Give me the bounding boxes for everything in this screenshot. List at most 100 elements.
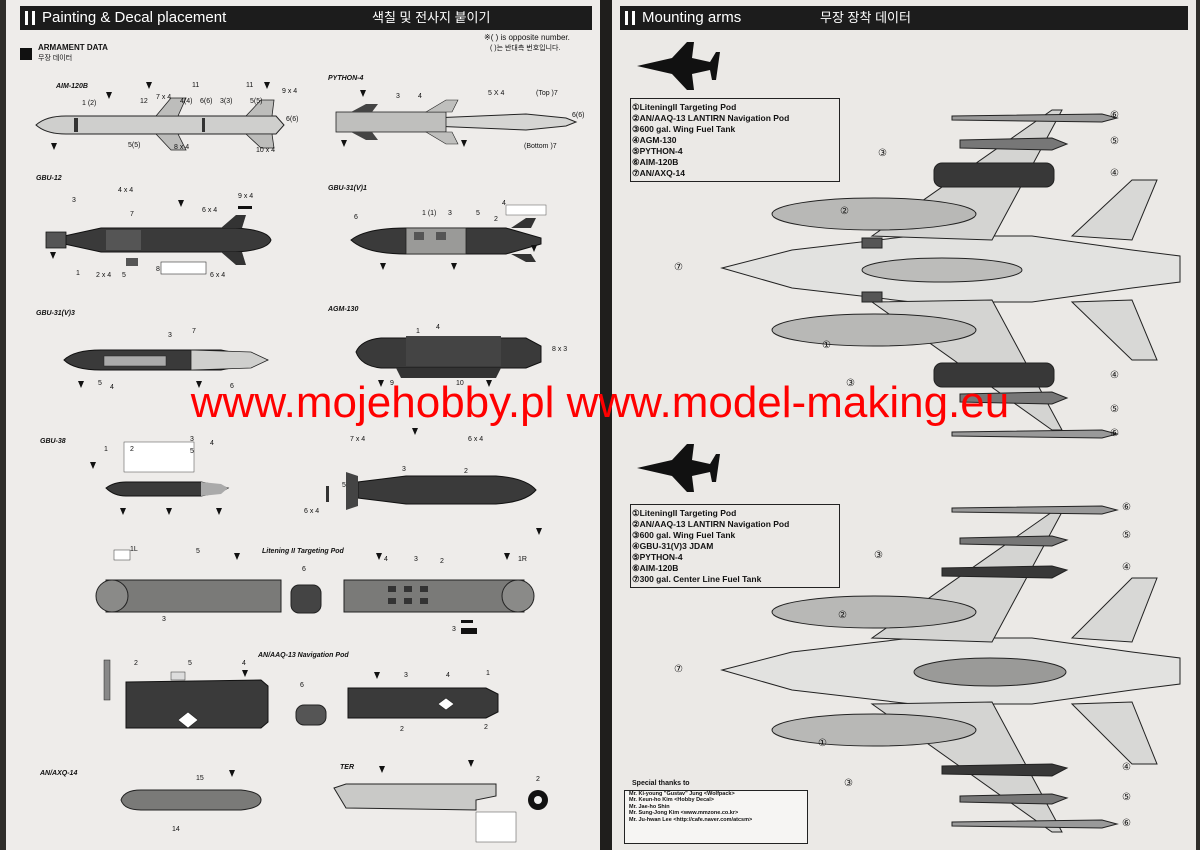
- list-item: ⑤PYTHON-4: [632, 146, 683, 156]
- aim120b-label: AIM-120B: [56, 83, 88, 90]
- armament-square-icon: [20, 48, 32, 60]
- list-item: ②AN/AAQ-13 LANTIRN Navigation Pod: [632, 113, 790, 123]
- callout: 4: [436, 324, 440, 331]
- ter-label: TER: [340, 764, 354, 771]
- callout: 6 x 4: [210, 272, 226, 279]
- marker: ⑤: [1122, 530, 1131, 541]
- litening-drawing: [95, 549, 535, 634]
- marker: ④: [1122, 562, 1131, 573]
- left-page-header: Painting & Decal placement 색칠 및 전사지 붙이기: [20, 6, 592, 30]
- callout: 1: [416, 328, 420, 335]
- callout: 9: [390, 380, 394, 387]
- list-item: ⑦AN/AXQ-14: [632, 168, 685, 178]
- jet-silhouette-icon: [637, 42, 720, 90]
- list-item: ③600 gal. Wing Fuel Tank: [632, 530, 736, 540]
- marker: ⑥: [1122, 818, 1131, 829]
- callout: 4 x 4: [118, 187, 134, 194]
- callout: 2: [440, 558, 444, 565]
- upper-mounting-list: ①LiteningII Targeting Pod ②AN/AAQ-13 LAN…: [632, 102, 832, 179]
- marker: ⑦: [674, 664, 683, 675]
- gbu31v3-label: GBU-31(V)3: [36, 310, 75, 317]
- callout: 1 (1): [422, 210, 437, 217]
- callout: 2: [400, 726, 404, 733]
- thanks-line: Mr. Sung-Jong Kim <www.mmzone.co.kr>: [629, 810, 739, 817]
- callout: 6: [354, 214, 358, 221]
- special-thanks-box: Mr. Ki-young "Gustav" Jung <Wolfpack> Mr…: [624, 790, 808, 844]
- callout: 4: [242, 660, 246, 667]
- marker: ③: [874, 550, 883, 561]
- callout: 1: [486, 670, 490, 677]
- callout: 10 x 4: [256, 147, 276, 154]
- list-item: ①LiteningII Targeting Pod: [632, 102, 737, 112]
- callout: 3: [448, 210, 452, 217]
- marker: ⑤: [1110, 404, 1119, 415]
- right-page: Mounting arms 무장 장착 데이터: [612, 0, 1196, 850]
- callout: 2: [494, 216, 498, 223]
- right-header-title: Mounting arms: [642, 9, 742, 26]
- callout: 11: [192, 82, 200, 89]
- left-page: Painting & Decal placement 색칠 및 전사지 붙이기 …: [6, 0, 600, 850]
- callout: 3: [414, 556, 418, 563]
- callout: 12: [140, 98, 148, 105]
- marker: ③: [846, 378, 855, 389]
- callout: 2: [464, 468, 468, 475]
- callout: 1 (2): [82, 100, 97, 107]
- callout: 2: [536, 776, 540, 783]
- marker: ①: [822, 340, 831, 351]
- callout: (Top )7: [536, 90, 558, 97]
- marker: ②: [840, 206, 849, 217]
- marker: ⑥: [1110, 428, 1119, 439]
- marker: ⑤: [1122, 792, 1131, 803]
- gbu38-drawing: [90, 441, 230, 515]
- python4-drawing: [335, 90, 578, 147]
- callout: 4(4): [180, 98, 193, 105]
- callout: 5: [342, 482, 346, 489]
- callout: 3: [396, 93, 400, 100]
- thanks-line: Mr. Keun-ho Kim <Hobby Decal>: [629, 797, 714, 804]
- marker: ③: [878, 148, 887, 159]
- callout: 3: [404, 672, 408, 679]
- list-item: ⑥AIM-120B: [632, 157, 679, 167]
- anaaq13-label: AN/AAQ-13 Navigation Pod: [258, 652, 349, 659]
- python4-label: PYTHON-4: [328, 75, 364, 82]
- callout: 3: [162, 616, 166, 623]
- callout: 7 x 4: [156, 94, 172, 101]
- marker: ①: [818, 738, 827, 749]
- agm130-drawing: [355, 336, 542, 387]
- callout: 6(6): [200, 98, 213, 105]
- litening-label: Litening II Targeting Pod: [262, 548, 344, 555]
- callout: 9 x 4: [282, 88, 298, 95]
- anaxq14-drawing: [120, 770, 262, 811]
- callout: 8 x 4: [174, 144, 190, 151]
- callout: 1: [104, 446, 108, 453]
- lower-aircraft-drawing: [720, 505, 1181, 833]
- list-item: ②AN/AAQ-13 LANTIRN Navigation Pod: [632, 519, 790, 529]
- callout: 1R: [518, 556, 527, 563]
- thanks-line: Mr. Jae-ho Shin: [629, 803, 670, 810]
- anaxq14-label: AN/AXQ-14: [40, 770, 78, 777]
- callout: 6(6): [572, 112, 585, 119]
- callout: 2 x 4: [96, 272, 112, 279]
- list-item: ④AGM-130: [632, 135, 677, 145]
- note-line-1: ※( ) is opposite number.: [484, 33, 570, 42]
- armament-drawings: [35, 82, 578, 843]
- page-spine: [600, 0, 612, 850]
- callout: 5: [98, 380, 102, 387]
- thanks-line: Mr. Ki-young "Gustav" Jung <Wolfpack>: [629, 791, 735, 797]
- callout: 4: [418, 93, 422, 100]
- watermark-text: www.mojehobby.pl www.model-making.eu: [190, 378, 1010, 427]
- callout: 5: [122, 272, 126, 279]
- callout: 3: [168, 332, 172, 339]
- special-thanks-title: Special thanks to: [632, 780, 690, 787]
- callout: 5(5): [250, 98, 263, 105]
- right-header-korean: 무장 장착 데이터: [820, 10, 911, 25]
- list-item: ③600 gal. Wing Fuel Tank: [632, 124, 736, 134]
- gbu31v3-drawing: [63, 349, 269, 388]
- callout: 7: [192, 328, 196, 335]
- marker: ④: [1110, 370, 1119, 381]
- marker: ④: [1122, 762, 1131, 773]
- callout: 3: [402, 466, 406, 473]
- callout: 2: [134, 660, 138, 667]
- anaaq13-drawing: [103, 659, 499, 729]
- jet-silhouette-icon: [637, 444, 720, 492]
